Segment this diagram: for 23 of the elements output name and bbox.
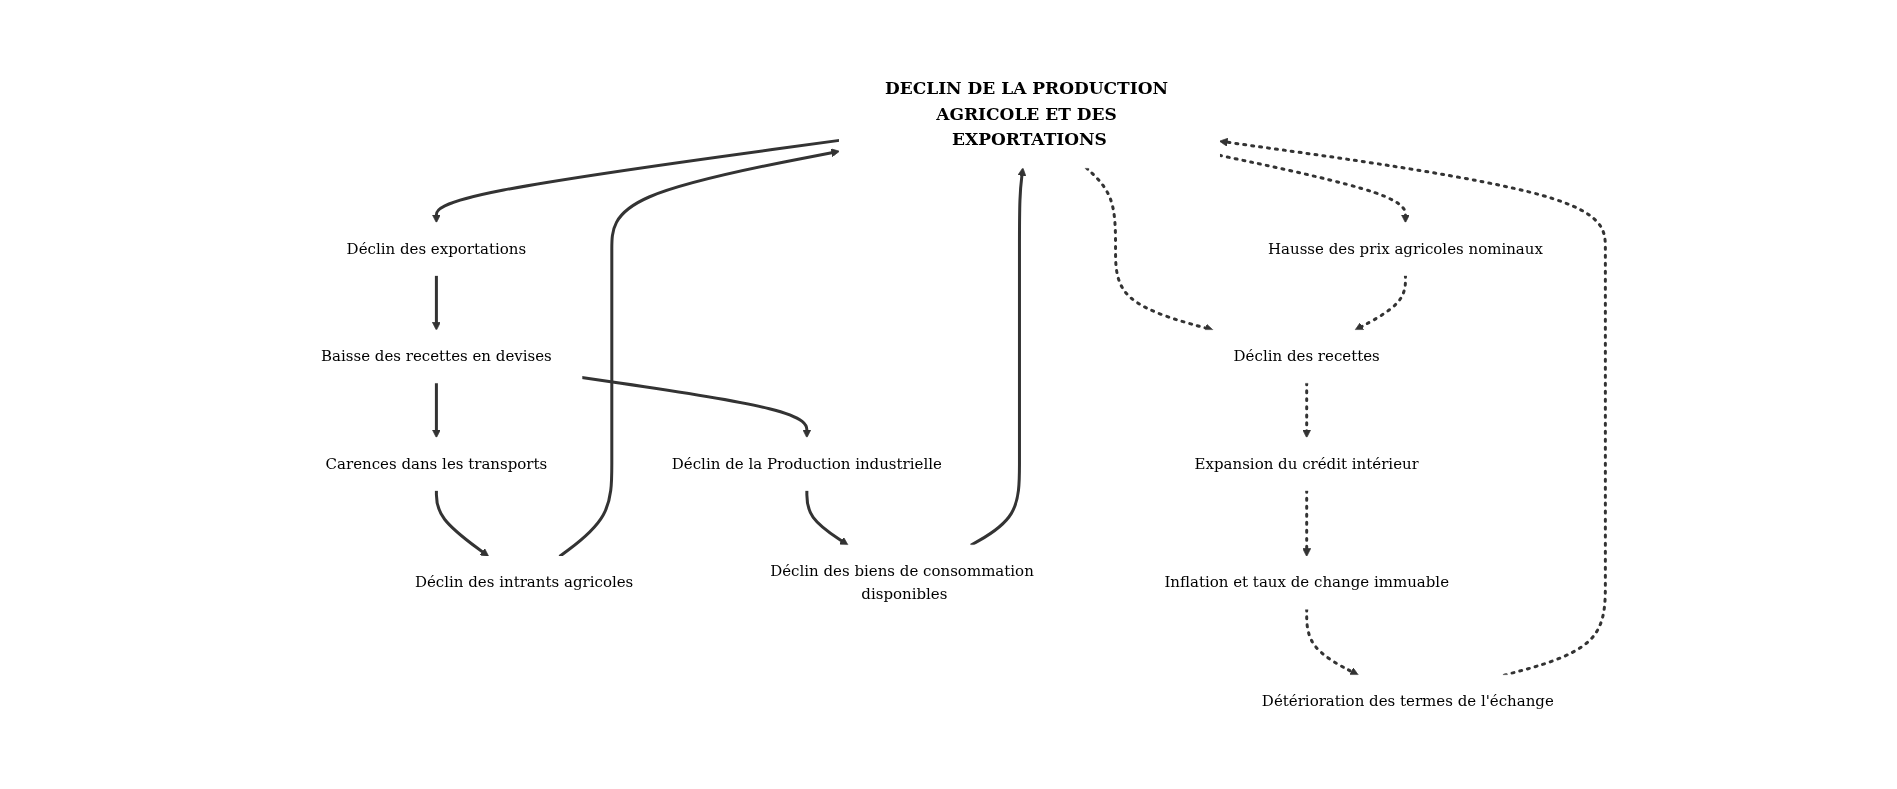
node-text: Expansion du crédit intérieur — [1194, 454, 1420, 473]
node-text: Inflation et taux de change immuable — [1164, 573, 1450, 592]
arrow — [1219, 137, 1608, 677]
arrow — [581, 376, 812, 439]
arrow — [558, 148, 841, 558]
node-text: Baisse des recettes en devises — [321, 347, 553, 366]
arrow — [1218, 153, 1411, 224]
arrow — [970, 167, 1027, 547]
node-text: Déclin des intrants agricoles — [415, 573, 634, 592]
arrow — [432, 382, 442, 439]
arrow — [432, 138, 840, 224]
node-text: Déclin des recettes — [1233, 347, 1381, 366]
node-text: Déclin des exportations — [346, 239, 527, 258]
node-text: Déclin de la Production industrielle — [672, 454, 943, 473]
arrow — [1302, 381, 1312, 439]
arrow — [805, 490, 849, 546]
node-text: Carences dans les transports — [325, 454, 548, 473]
node-text: DECLIN DE LA PRODUCTION AGRICOLE ET DES EXPORTATIONS — [885, 78, 1169, 150]
arrow — [432, 275, 442, 331]
node-text: Détérioration des termes de l'échange — [1262, 692, 1555, 711]
node-text: Hausse des prix agricoles nominaux — [1268, 239, 1544, 258]
node-text: Déclin des biens de consommation disponibles — [770, 562, 1035, 603]
arrow — [435, 490, 490, 557]
